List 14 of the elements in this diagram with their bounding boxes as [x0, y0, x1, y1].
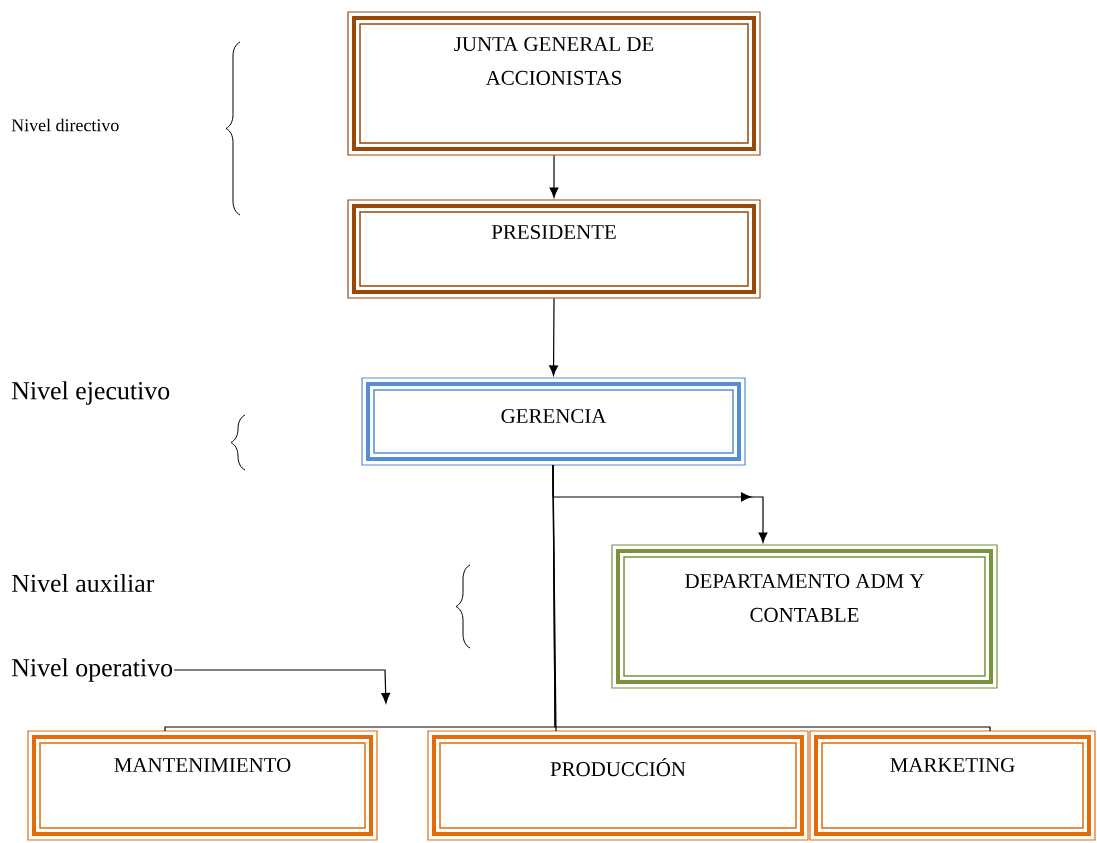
level-label: Nivel ejecutivo: [11, 381, 170, 405]
org-box: MANTENIMIENTO: [27, 730, 378, 841]
org-box: GERENCIA: [361, 377, 746, 466]
connector-arrow: [173, 669, 391, 704]
org-box: JUNTA GENERAL DE ACCIONISTAS: [347, 11, 761, 156]
level-label: Nivel directivo: [11, 118, 119, 132]
org-box: PRESIDENTE: [347, 199, 761, 299]
org-box: PRODUCCIÓN: [427, 730, 809, 841]
connector-arrow: [549, 155, 559, 198]
level-label: Nivel auxiliar: [11, 573, 155, 593]
org-box: DEPARTAMENTO ADM Y CONTABLE: [611, 544, 998, 689]
level-label: Nivel operativo: [11, 658, 173, 682]
org-box: MARKETING: [809, 730, 1096, 841]
connector-arrow: [549, 298, 559, 376]
